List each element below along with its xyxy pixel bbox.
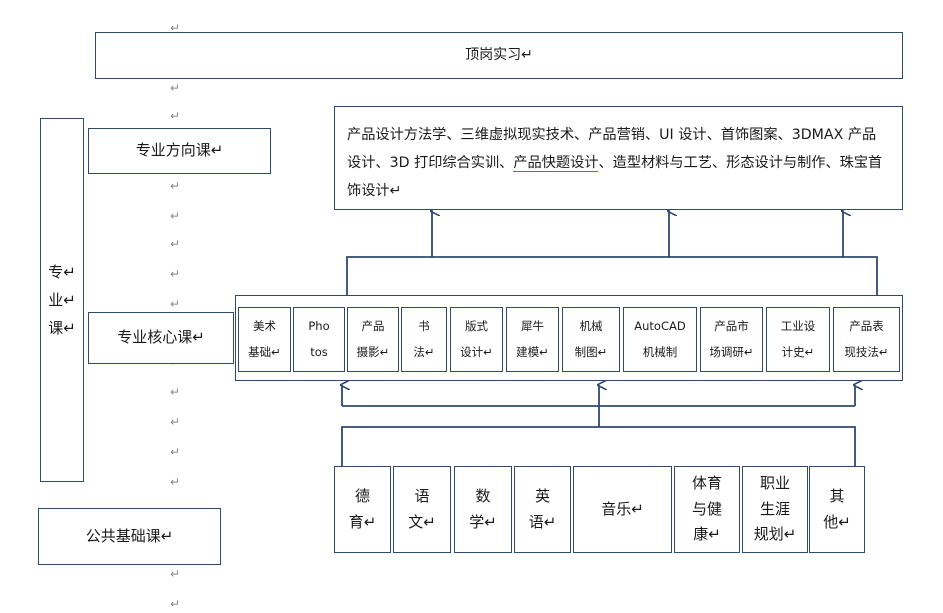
- return-mark: ↵: [170, 385, 181, 399]
- core-course-label: 专业核心课↵: [117, 328, 205, 347]
- return-mark: ↵: [170, 597, 181, 611]
- return-mark: ↵: [170, 109, 181, 123]
- cropped-top-text: [172, 0, 332, 4]
- core-course-cell: 产品 摄影↵: [347, 307, 399, 372]
- core-course-cell: 书 法↵: [401, 307, 447, 372]
- return-mark: ↵: [170, 475, 181, 489]
- internship-label: 顶岗实习↵: [465, 47, 533, 64]
- return-mark: ↵: [170, 209, 181, 223]
- core-course-cell: 产品表 现技法↵: [833, 307, 900, 372]
- return-mark: ↵: [170, 297, 181, 311]
- description-text-part1: 产品设计方法学、三维虚拟现实技术、产品营销、UI 设计、首饰图案、3DMAX 产…: [347, 127, 877, 171]
- major-course-box: [40, 118, 84, 482]
- core-course-cell: 机械 制图↵: [562, 307, 620, 372]
- public-course-cell: 体育 与健 康↵: [674, 466, 740, 553]
- direction-course-label: 专业方向课↵: [135, 141, 224, 160]
- return-mark: ↵: [170, 267, 181, 281]
- return-mark: ↵: [170, 179, 181, 193]
- public-course-label: 公共基础课↵: [85, 526, 174, 545]
- major-course-label: 专↵ 业↵ 课↵: [48, 263, 76, 337]
- direction-courses-description: 产品设计方法学、三维虚拟现实技术、产品营销、UI 设计、首饰图案、3DMAX 产…: [334, 106, 903, 210]
- public-course-box: [38, 508, 221, 565]
- public-course-cell: 数 学↵: [454, 466, 512, 553]
- return-mark: ↵: [170, 445, 181, 459]
- public-course-cell: 语 文↵: [393, 466, 451, 553]
- core-course-cell: Pho tos: [293, 307, 345, 372]
- core-course-box: [88, 312, 234, 364]
- direction-course-box: [88, 128, 271, 174]
- public-course-cell: 其 他↵: [809, 466, 865, 553]
- return-mark: ↵: [170, 567, 181, 581]
- return-mark: ↵: [170, 237, 181, 251]
- public-course-cell: 音乐↵: [573, 466, 672, 553]
- description-text-underlined: 产品快题设计: [513, 155, 599, 172]
- return-mark: ↵: [170, 415, 181, 429]
- core-course-cell: 美术 基础↵: [238, 307, 291, 372]
- core-course-cell: 版式 设计↵: [450, 307, 503, 372]
- return-mark: ↵: [170, 21, 181, 35]
- core-course-cell: 工业设 计史↵: [766, 307, 830, 372]
- return-mark: ↵: [170, 81, 181, 95]
- public-course-cell: 德 育↵: [334, 466, 391, 553]
- public-course-cell: 职业 生涯 规划↵: [742, 466, 808, 553]
- core-course-cell: 犀牛 建模↵: [506, 307, 559, 372]
- core-course-cell: 产品市 场调研↵: [700, 307, 763, 372]
- internship-box: [95, 32, 903, 79]
- public-course-cell: 英 语↵: [514, 466, 571, 553]
- core-course-cell: AutoCAD 机械制: [623, 307, 697, 372]
- description-text-part2: 、造型材料与工艺、形态设计与制作、珠宝首饰设计↵: [347, 155, 883, 199]
